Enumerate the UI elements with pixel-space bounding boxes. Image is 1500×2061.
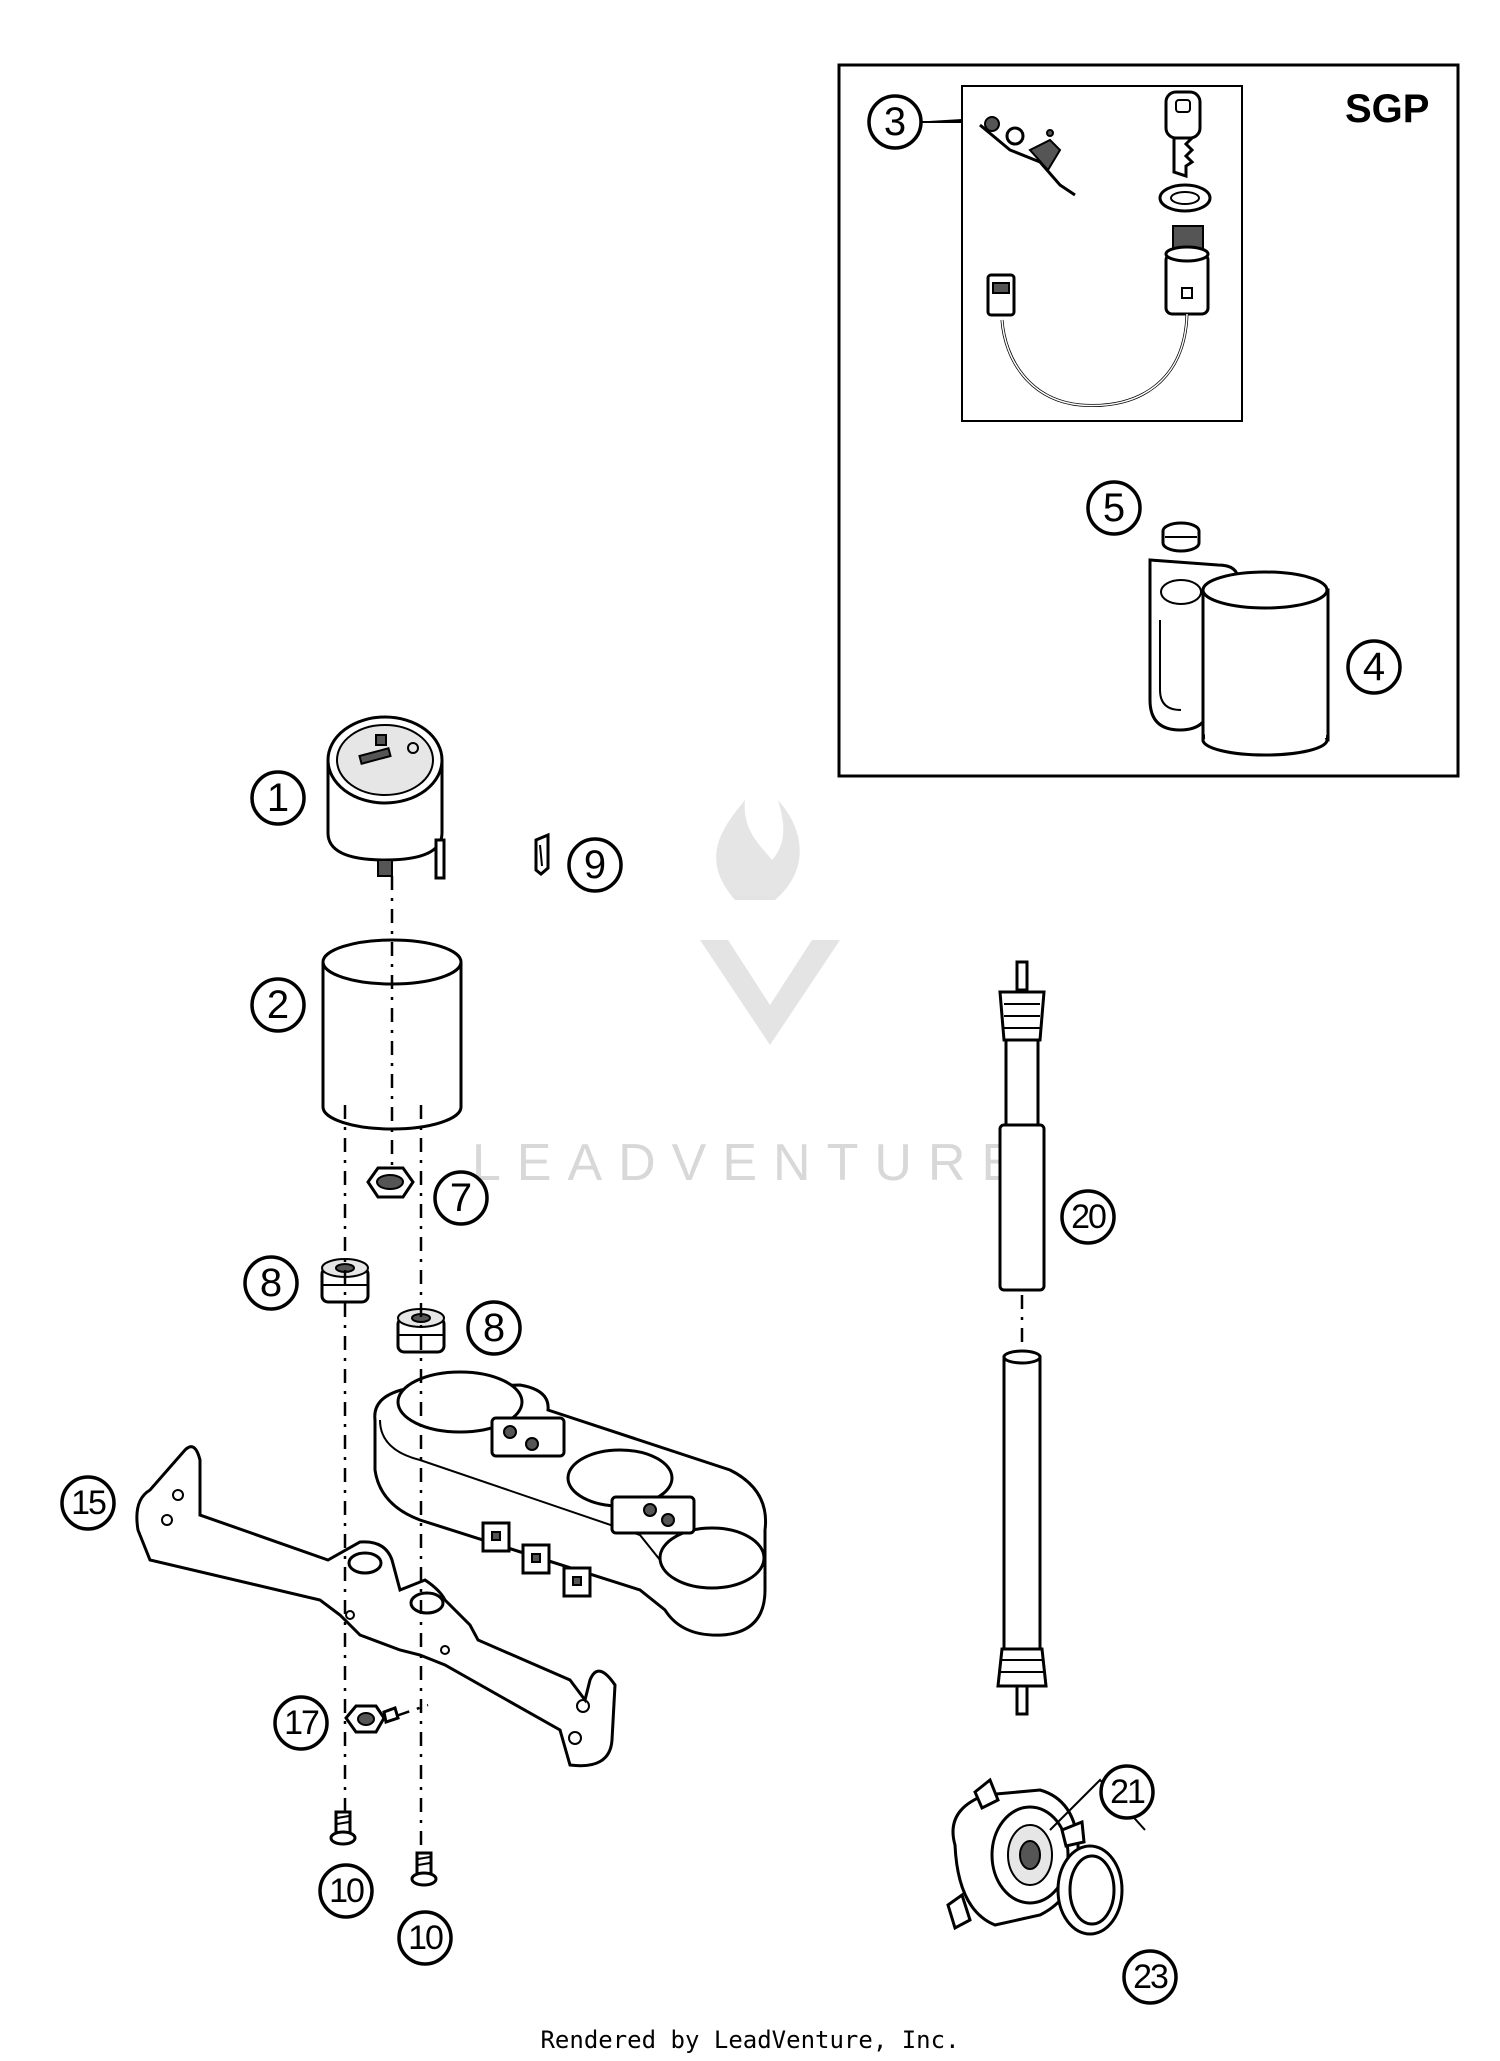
callout-10a: 10 [318, 1863, 374, 1919]
callout-1: 1 [250, 770, 306, 826]
screw-left [329, 1810, 357, 1846]
watermark-text: LEADVENTURE [472, 1134, 1032, 1192]
flange-bolt [344, 1704, 400, 1734]
leadventure-watermark: LEADVENTURE [472, 800, 1032, 1192]
callout-8a: 8 [243, 1255, 299, 1311]
callout-17-label: 17 [284, 1704, 319, 1742]
retaining-ring [1056, 1844, 1124, 1936]
rubber-grommet-right [396, 1308, 446, 1354]
mounting-bracket [135, 1445, 617, 1768]
centerline-bolt [395, 1703, 429, 1718]
lock-contacts [979, 116, 1076, 197]
washer-ring [1158, 183, 1212, 213]
callout-3: 3 [867, 94, 923, 150]
footer-credit: Rendered by LeadVenture, Inc. [540, 2026, 960, 2054]
ignition-switch-kit [979, 90, 1212, 408]
callout-10a-label: 10 [329, 1872, 364, 1910]
switch-holder [1148, 558, 1330, 757]
callout-8a-label: 8 [260, 1261, 282, 1305]
callout-7-label: 7 [450, 1176, 472, 1220]
callout-9: 9 [567, 837, 623, 893]
callout-1-label: 1 [267, 776, 289, 820]
speedometer [326, 715, 446, 880]
callout-8b: 8 [466, 1300, 522, 1356]
hex-nut [366, 1166, 415, 1199]
callout-23: 23 [1122, 1949, 1178, 2005]
callout-17: 17 [273, 1695, 329, 1751]
lock-cylinder [1164, 225, 1210, 316]
callout-7: 7 [433, 1170, 489, 1226]
callout-23-label: 23 [1133, 1958, 1168, 1996]
callout-20: 20 [1060, 1189, 1116, 1245]
triple-clamp [373, 1370, 768, 1637]
callout-10b: 10 [397, 1910, 453, 1966]
speedo-drive-unit [946, 1777, 1086, 1931]
sgp-box: SGP [837, 63, 1460, 778]
callout-2: 2 [250, 977, 306, 1033]
key-icon [1164, 90, 1202, 179]
callout-3-label: 3 [884, 100, 906, 144]
callout-15-label: 15 [71, 1484, 106, 1522]
callout-4: 4 [1346, 639, 1402, 695]
callout-2-label: 2 [267, 983, 289, 1027]
switch-wire [1000, 313, 1189, 408]
callout-21: 21 [1099, 1764, 1155, 1820]
sgp-label: SGP [1345, 87, 1429, 131]
screw-right [410, 1851, 438, 1887]
callout-20-label: 20 [1071, 1198, 1106, 1236]
callout-8b-label: 8 [483, 1306, 505, 1350]
speedo-housing [321, 938, 463, 1131]
bulb-clip [534, 832, 550, 876]
cap-part [1161, 521, 1201, 553]
switch-connector [986, 273, 1016, 317]
callout-4-label: 4 [1363, 645, 1385, 689]
callout-5-label: 5 [1103, 486, 1125, 530]
callout-10b-label: 10 [408, 1919, 443, 1957]
callout-9-label: 9 [584, 843, 606, 887]
callout-15: 15 [60, 1475, 116, 1531]
speedometer-cable [996, 960, 1048, 1716]
callout-5: 5 [1086, 480, 1142, 536]
callout-21-label: 21 [1110, 1773, 1145, 1811]
